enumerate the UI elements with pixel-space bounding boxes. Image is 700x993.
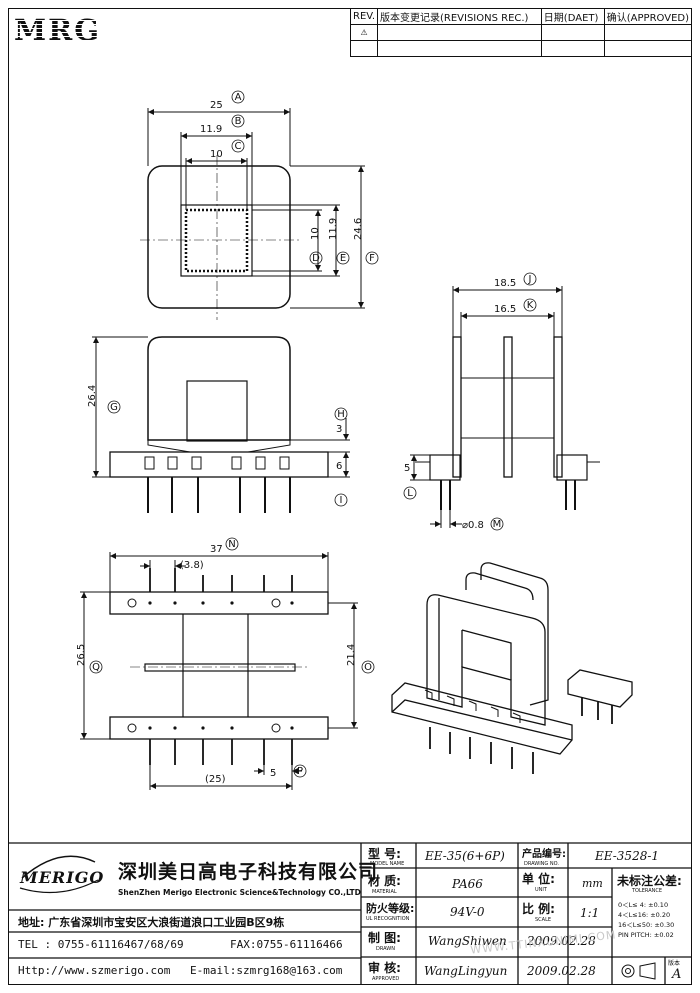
dim-text: (3.8) [180,560,204,571]
dim-text: 18.5 [494,278,516,289]
dim-text: 26.5 [76,644,87,666]
revision-table: REV. 版本变更记录(REVISIONS REC.) 日期(DAET) 确认(… [350,8,693,57]
dim-text: 16.5 [494,304,516,315]
marker-e: E [340,253,346,264]
isometric-view [391,562,633,774]
top-view [140,108,365,320]
approved-value: WangLingyun [424,964,508,978]
marker-b: B [235,116,242,127]
flame-label: 防火等级: [366,902,415,915]
scale-label: 比 例: [522,902,555,916]
model-value: EE-35(6+6P) [425,849,505,863]
dim-text: 25 [210,100,223,111]
marker-j: J [528,274,532,285]
approved-label: 审 核: [368,961,401,975]
drawing-no-sub: DRAWING NO. [524,861,559,867]
title-block-lines [8,842,692,985]
dim-text: 5 [270,768,276,779]
marker-h: H [337,409,345,420]
marker-f: F [369,253,375,264]
merigo-swoosh [21,855,96,879]
company-name-en: ShenZhen Merigo Electronic Science&Techn… [118,888,361,897]
drawing-no-value: EE-3528-1 [595,849,660,863]
drawing-no-label: 产品编号: [522,849,566,860]
dim-text: 5 [404,463,410,474]
marker-d: D [312,253,320,264]
bottom-view [80,552,358,790]
dim-text: 3 [336,424,342,435]
material-label: 材 质: [368,874,401,888]
marker-n: N [228,539,235,550]
flame-value: 94V-0 [450,905,485,919]
drawn-value: WangShiwen [428,934,507,948]
dim-text: 24.6 [353,218,364,240]
website: Http://www.szmerigo.com [18,964,171,977]
tolerance-list: 0＜L≤ 4: ±0.10 4＜L≤16: ±0.20 16＜L≤50: ±0.… [618,901,675,939]
dim-text: ⌀0.8 [462,520,484,531]
dim-text: 11.9 [200,124,222,135]
dim-text: 11.9 [328,218,339,240]
marker-l: L [407,488,413,499]
drawn-label: 制 图: [368,931,401,945]
dim-text: 10 [210,149,223,160]
scale-value: 1:1 [580,906,600,920]
marker-c: C [235,141,242,152]
material-sub: MATERIAL [372,889,397,895]
marker-i: I [340,495,343,506]
side-view [410,286,600,528]
dim-text: 37 [210,544,223,555]
marker-q: Q [92,662,100,673]
dim-text: 10 [310,227,321,240]
merigo-logo: MERIGO [20,868,105,887]
marker-o: O [364,662,372,673]
marker-a: A [235,92,242,103]
dim-text: 6 [336,461,342,472]
model-sub: MODEL NAME [370,861,405,867]
marker-m: M [493,519,502,530]
dim-text: 26.4 [87,385,98,407]
unit-label: 单 位: [522,872,555,886]
material-value: PA66 [452,877,483,891]
marker-k: K [527,300,534,311]
approved-date: 2009.02.28 [527,964,596,978]
model-label: 型 号: [368,847,401,861]
fax: FAX:0755-61116466 [230,938,343,951]
projection-symbol [621,962,656,980]
marker-g: G [110,402,118,413]
tel: TEL : 0755-61116467/68/69 [18,938,184,951]
unit-value: mm [582,877,603,890]
tolerance-sub: TOLERANCE [632,888,663,894]
flame-sub: UL RECOGNITION [366,916,410,922]
rev-label: 版本 [668,960,681,967]
approved-sub: APPROVED [372,976,400,982]
scale-sub: SCALE [535,917,552,923]
unit-sub: UNIT [535,887,547,893]
address: 地址: 广东省深圳市宝安区大浪街道浪口工业园B区9栋 [18,916,285,929]
email: E-mail:szmrg168@163.com [190,964,343,977]
rev-value: A [672,967,682,982]
dim-text: (25) [205,774,226,785]
marker-p: P [297,766,303,777]
front-view [92,336,350,513]
drawn-sub: DRAWN [376,946,395,952]
company-name-cn: 深圳美日高电子科技有限公司 [118,861,379,883]
dim-text: 21.4 [346,644,357,666]
drawn-date: 2009.02.28 [527,934,596,948]
tolerance-label: 未标注公差: [617,874,682,888]
